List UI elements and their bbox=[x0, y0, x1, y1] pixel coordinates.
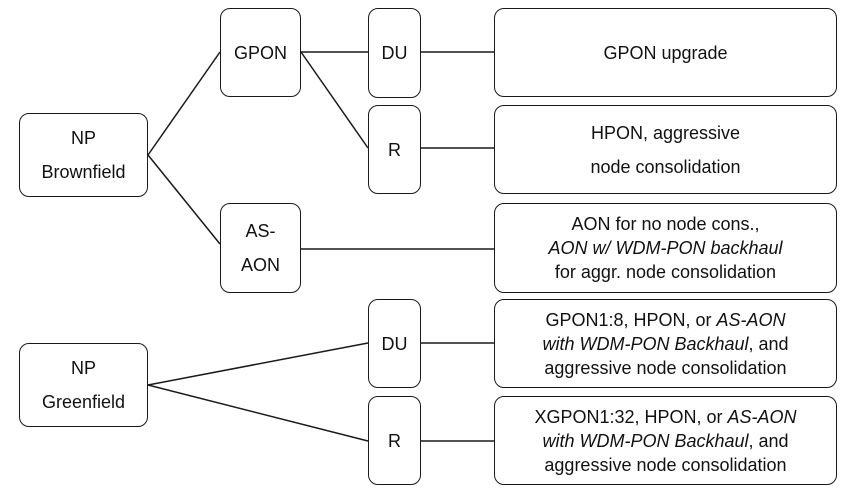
node-du-bottom: DU bbox=[368, 299, 421, 388]
node-as-aon: AS- AON bbox=[220, 203, 301, 293]
outcome-text: XGPON1:32, HPON, or bbox=[534, 406, 728, 427]
node-r-top: R bbox=[368, 105, 421, 194]
outcome-text-italic: with WDM-PON Backhaul bbox=[542, 333, 749, 354]
outcome-text: aggressive node consolidation bbox=[544, 454, 787, 475]
outcome-text: AON for no node cons., bbox=[571, 214, 760, 234]
node-r-bottom: R bbox=[368, 396, 421, 485]
outcome-text-italic: with WDM-PON Backhaul bbox=[542, 430, 749, 451]
outcome-text-italic: AON w/ WDM-PON backhaul bbox=[548, 238, 783, 258]
outcome-text: HPON, aggressive bbox=[590, 122, 741, 143]
node-label: R bbox=[388, 139, 401, 160]
node-label: Greenfield bbox=[41, 392, 126, 412]
outcome-hpon: HPON, aggressive node consolidation bbox=[494, 105, 837, 194]
outcome-gpon-upgrade: GPON upgrade bbox=[494, 8, 837, 97]
outcome-greenfield-r: XGPON1:32, HPON, or AS-AON with WDM-PON … bbox=[494, 396, 837, 485]
outcome-text: aggressive node consolidation bbox=[544, 357, 787, 378]
node-label: Brownfield bbox=[41, 162, 126, 182]
outcome-text: for aggr. node consolidation bbox=[554, 262, 777, 282]
node-np-brownfield: NP Brownfield bbox=[19, 113, 148, 197]
node-np-greenfield: NP Greenfield bbox=[19, 343, 148, 427]
outcome-text: , and bbox=[748, 430, 789, 451]
edge-greenfield-du bbox=[147, 342, 369, 386]
node-label: R bbox=[388, 430, 401, 451]
node-label: DU bbox=[381, 333, 408, 354]
outcome-line-1: XGPON1:32, HPON, or AS-AON bbox=[534, 405, 796, 429]
outcome-text-italic: AS-AON bbox=[716, 309, 786, 330]
outcome-text: , and bbox=[748, 333, 789, 354]
node-label: AS- bbox=[245, 221, 276, 241]
outcome-text: GPON1:8, HPON, or bbox=[545, 309, 717, 330]
outcome-text: node consolidation bbox=[590, 156, 741, 177]
outcome-aon: AON for no node cons., AON w/ WDM-PON ba… bbox=[494, 203, 837, 293]
edge-brownfield-gpon bbox=[147, 51, 221, 156]
outcome-line-2: with WDM-PON Backhaul, and bbox=[542, 429, 788, 453]
node-label: AON bbox=[240, 255, 280, 275]
outcome-line-1: GPON1:8, HPON, or AS-AON bbox=[545, 308, 785, 332]
node-label: NP bbox=[70, 358, 96, 378]
node-du-top: DU bbox=[368, 8, 421, 98]
outcome-text: GPON upgrade bbox=[603, 42, 728, 63]
outcome-text-italic: AS-AON bbox=[727, 406, 797, 427]
edge-greenfield-r bbox=[147, 384, 369, 442]
outcome-line-2: with WDM-PON Backhaul, and bbox=[542, 332, 788, 356]
node-label: NP bbox=[70, 128, 96, 148]
node-label: GPON bbox=[233, 42, 287, 63]
edge-brownfield-asaon bbox=[147, 154, 221, 245]
node-label: DU bbox=[381, 43, 408, 63]
outcome-greenfield-du: GPON1:8, HPON, or AS-AON with WDM-PON Ba… bbox=[494, 299, 837, 388]
edge-gpon-r bbox=[300, 51, 369, 149]
node-gpon: GPON bbox=[220, 8, 301, 97]
